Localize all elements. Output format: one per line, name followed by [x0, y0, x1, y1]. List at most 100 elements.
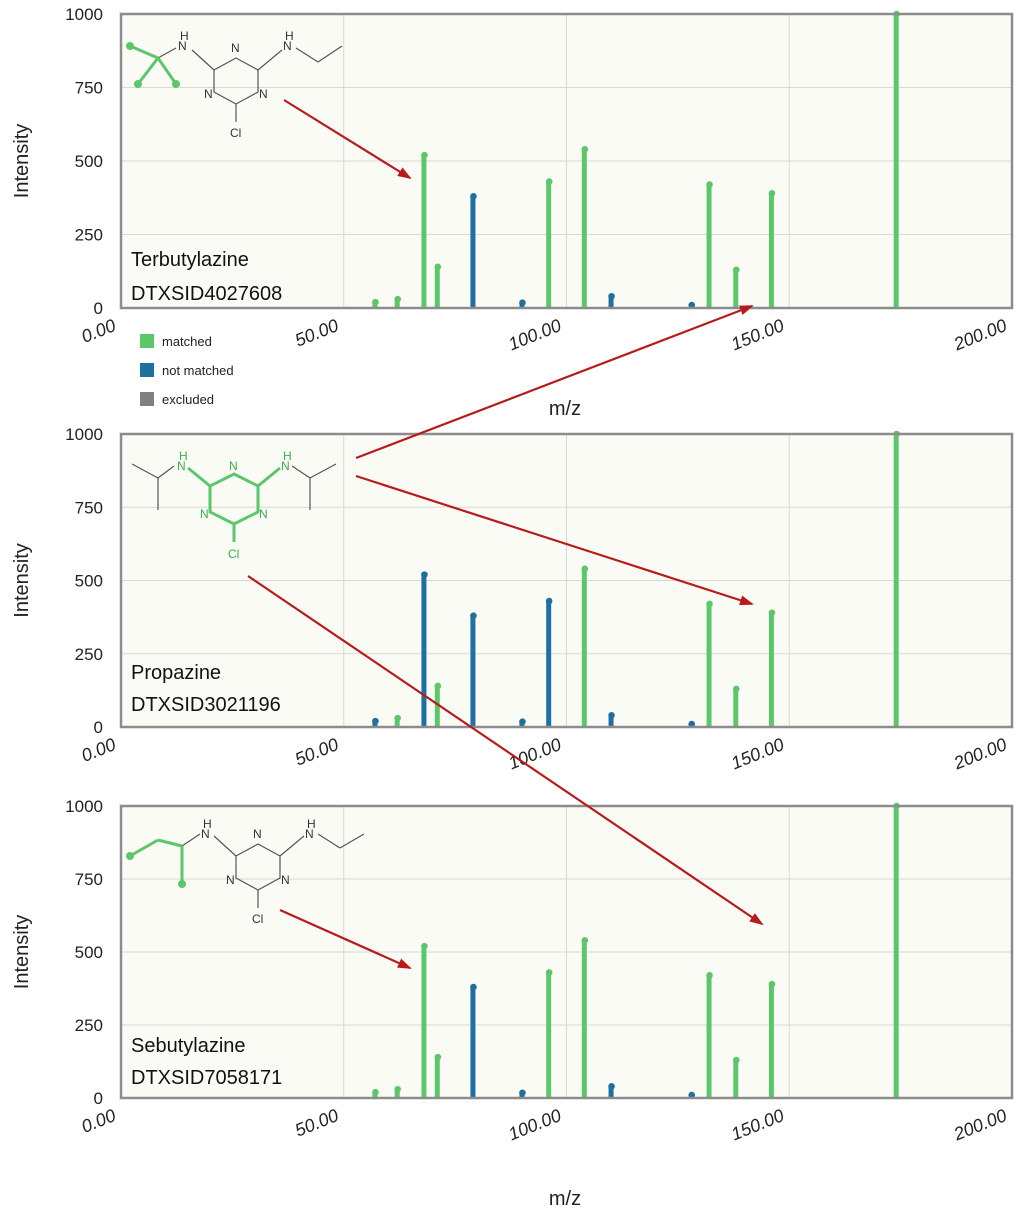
- tert-butyl-highlight: [126, 42, 180, 88]
- y-axis-label: Intensity: [11, 124, 33, 198]
- y-tick-label: 1000: [65, 797, 103, 816]
- peak-marker: [768, 609, 776, 617]
- peak-marker: [688, 1091, 696, 1099]
- atom-n: N: [259, 507, 268, 521]
- peak-marker: [608, 711, 615, 719]
- atom-n: N: [177, 459, 186, 473]
- peak-marker: [519, 1089, 526, 1097]
- y-axis-label: Intensity: [11, 543, 33, 617]
- structure-sebutylazine-atoms: N H N H N N N Cl: [201, 817, 316, 926]
- plot-frame: [119, 804, 1014, 1100]
- ethyl-bond-1: [295, 47, 319, 63]
- atom-h: H: [283, 449, 292, 463]
- x-tick-label: 150.00: [728, 1105, 787, 1144]
- peak-marker: [519, 718, 526, 726]
- atom-h: H: [180, 29, 189, 43]
- peak-marker: [732, 266, 740, 274]
- peak-marker: [394, 714, 402, 722]
- compound-name: Terbutylazine: [131, 249, 249, 271]
- y-tick-label: 500: [75, 572, 103, 591]
- atom-n: N: [204, 87, 213, 101]
- legend-label-excluded: excluded: [162, 392, 214, 407]
- x-axis-label: m/z: [549, 1188, 581, 1209]
- peak-marker: [545, 597, 553, 605]
- arrow-propazine-to-bottom-peak: [247, 575, 764, 926]
- atom-cl: Cl: [252, 912, 263, 926]
- atom-h: H: [203, 817, 212, 831]
- peak-marker: [581, 145, 589, 153]
- x-tick-label: 150.00: [728, 734, 787, 773]
- x-tick-label: 100.00: [505, 1105, 564, 1144]
- x-tick-label: 100.00: [505, 734, 564, 773]
- x-tick-label: 100.00: [505, 315, 564, 354]
- peak-marker: [608, 1083, 615, 1090]
- peak-marker: [706, 181, 713, 188]
- atom-h: H: [307, 817, 316, 831]
- plot-frame: [119, 432, 1014, 729]
- atom-n: N: [281, 873, 290, 887]
- atom-n: N: [283, 39, 292, 53]
- atom-n: N: [231, 41, 240, 55]
- y-tick-label: 0: [94, 718, 103, 737]
- atom-n: N: [259, 87, 268, 101]
- y-tick-label: 1000: [65, 425, 103, 444]
- legend-swatch-matched: [140, 334, 154, 348]
- x-axis-label: m/z: [549, 398, 581, 420]
- peak-marker: [470, 192, 477, 200]
- x-tick-label: 200.00: [950, 1105, 1009, 1145]
- annotation-arrows: [247, 99, 764, 970]
- atom-h: H: [285, 29, 294, 43]
- arrow-propazine-to-top-peak: [355, 304, 754, 460]
- y-tick-label: 750: [75, 79, 103, 98]
- compound-name: Sebutylazine: [131, 1035, 246, 1057]
- amine-to-quaternary-bond: [157, 47, 177, 59]
- compound-dtxsid: DTXSID4027608: [131, 283, 282, 305]
- legend-swatch-excluded: [140, 392, 154, 406]
- peak-marker: [434, 1053, 442, 1061]
- peak-marker: [372, 1088, 379, 1096]
- peak-marker: [519, 299, 526, 307]
- sec-butyl-highlight: [126, 838, 186, 888]
- peak-marker: [706, 972, 713, 979]
- y-axis-label: Intensity: [11, 915, 33, 989]
- y-tick-label: 250: [75, 1016, 103, 1035]
- peak-marker: [421, 942, 428, 950]
- x-tick-label: 50.00: [292, 734, 341, 769]
- structure-terbutylazine: [126, 42, 343, 122]
- x-tick-label: 0.00: [79, 315, 119, 347]
- peak-marker: [394, 295, 402, 303]
- compound-name: Propazine: [131, 662, 221, 684]
- triazine-core-highlight: [187, 466, 281, 542]
- peak-marker: [421, 571, 428, 578]
- legend-label-matched: matched: [162, 334, 212, 349]
- atom-n: N: [178, 39, 187, 53]
- peak-marker: [768, 190, 776, 197]
- y-tick-label: 1000: [65, 5, 103, 24]
- peak-marker: [608, 292, 615, 300]
- peak-marker: [394, 1085, 402, 1093]
- ethyl-bond-2: [317, 45, 343, 63]
- legend-label-not-matched: not matched: [162, 363, 234, 378]
- arrow-terbutylazine-to-peak: [283, 99, 412, 180]
- x-tick-label: 200.00: [950, 315, 1009, 355]
- plot-frame: [119, 12, 1014, 310]
- x-tick-label: 150.00: [728, 315, 787, 354]
- legend-swatch-not-matched: [140, 363, 154, 377]
- atom-cl: Cl: [230, 126, 241, 140]
- legend: matched not matched excluded: [140, 334, 234, 407]
- peak-marker: [470, 612, 477, 619]
- structure-propazine: [131, 463, 337, 542]
- peak-marker: [581, 937, 589, 944]
- compound-dtxsid: DTXSID7058171: [131, 1067, 282, 1089]
- arrow-propazine-to-mid-peak: [355, 474, 754, 606]
- atom-n: N: [226, 873, 235, 887]
- peak-marker: [372, 717, 379, 725]
- peak-marker: [581, 565, 589, 573]
- y-tick-label: 500: [75, 943, 103, 962]
- peak-marker: [545, 178, 553, 185]
- atom-n: N: [305, 827, 314, 841]
- atom-n: N: [229, 459, 238, 473]
- structure-terbutylazine-atoms: N H N H N N N Cl: [178, 29, 294, 140]
